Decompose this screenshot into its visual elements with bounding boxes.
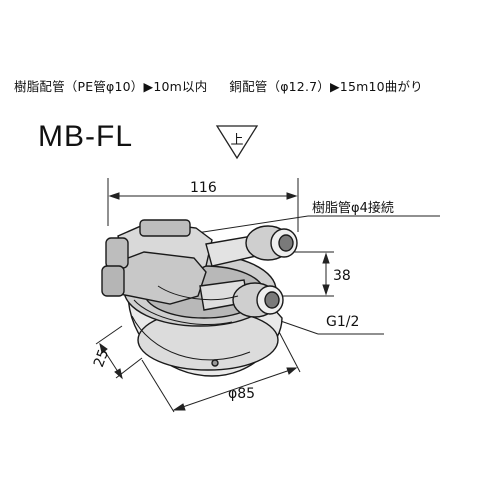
pipe-spec-line: 樹脂配管（PE管φ10）▶10m以内 銅配管（φ12.7）▶15m10曲がり (14, 76, 486, 95)
resin-pipe-spec: 樹脂配管（PE管φ10） (14, 79, 144, 94)
width-label: 116 (190, 180, 217, 196)
diameter-dimension (141, 325, 301, 413)
resin-pipe-limit: ▶10m以内 (143, 79, 208, 94)
model-name: MB-FL (38, 120, 133, 153)
width-dimension (107, 178, 299, 232)
diameter-label: φ85 (228, 386, 256, 402)
thread-label: G1/2 (326, 314, 360, 330)
spacing-dimension (280, 251, 334, 297)
up-symbol-label: 上 (230, 133, 244, 148)
copper-pipe-limit: ▶15m10曲がり (329, 79, 423, 94)
copper-pipe-spec: 銅配管（φ12.7） (229, 79, 330, 94)
product-body (101, 219, 298, 377)
spacing-label: 38 (333, 268, 351, 284)
height-dimension (95, 325, 143, 380)
resin-connection-label: 樹脂管φ4接続 (312, 201, 394, 216)
up-orientation-icon (215, 125, 259, 160)
resin-leader (189, 215, 440, 235)
